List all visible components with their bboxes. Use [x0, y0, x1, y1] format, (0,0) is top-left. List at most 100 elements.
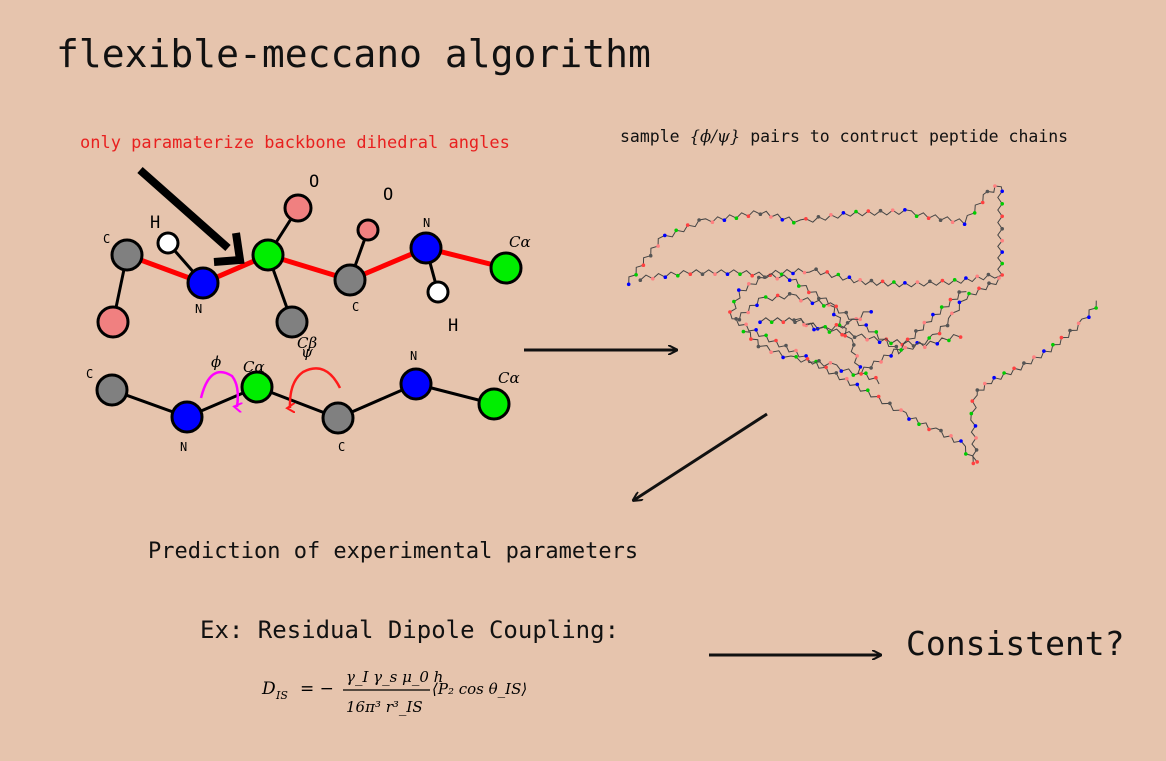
chain-atom-dot [791, 271, 795, 276]
chain-atom-dot [827, 330, 832, 334]
chain-atom-dot [841, 211, 846, 215]
chain-atom-dot [823, 325, 827, 329]
chain-atom-dot [947, 338, 951, 343]
chain-atom-dot [962, 222, 967, 226]
chain-atom-dot [734, 317, 738, 321]
chain-atom-dot [922, 320, 927, 325]
chain-atom-dot [779, 272, 784, 277]
chain-atom-dot [973, 424, 978, 428]
chain-atom-dot [866, 388, 870, 393]
chain-atom-dot [1059, 335, 1064, 340]
peptide-chain-trace [738, 277, 1000, 355]
chain-atom-dot [787, 292, 792, 296]
chain-atom-dot [834, 371, 839, 375]
chain-atom-dot [794, 348, 798, 353]
peptide-chain-trace [793, 311, 872, 331]
chain-atom-dot [713, 272, 717, 277]
formula-bracket: ⟨P₂ cos θ_IS⟩ [432, 680, 527, 698]
chain-atom-dot [781, 320, 786, 325]
atom-label: N [195, 302, 202, 316]
chain-atom-dot [854, 209, 858, 214]
chain-atom-dot [775, 293, 780, 298]
chain-atom-dot [1042, 349, 1046, 353]
atom-label: N [180, 440, 187, 454]
chain-atom-dot [1000, 214, 1004, 219]
chain-atom-dot [892, 280, 896, 284]
carbon-atom [110, 238, 144, 272]
psi-label: ψ [301, 343, 313, 361]
bottom-molecule: C N C N ϕ Cα ψ Cα [86, 343, 520, 454]
chain-atom-dot [880, 279, 885, 284]
chain-atom-dot [967, 291, 971, 296]
chain-atom-dot [746, 310, 750, 315]
chain-atom-dot [814, 267, 818, 272]
chain-atom-dot [852, 335, 857, 340]
psi-rotation-arrow [290, 367, 342, 408]
chain-atom-dot [805, 357, 810, 361]
chain-atom-dot [890, 208, 895, 212]
chain-atom-dot [722, 218, 727, 222]
chain-atom-dot [858, 278, 862, 282]
calpha-label: Cα [243, 358, 265, 376]
chain-atom-dot [974, 448, 979, 452]
chain-atom-dot [852, 343, 856, 347]
peptide-chain-ensemble [626, 184, 1098, 466]
chain-atom-dot [750, 273, 754, 278]
chain-atom-dot [843, 334, 847, 338]
chain-atom-dot [787, 278, 792, 283]
chain-atom-dot [710, 220, 715, 224]
chain-atom-dot [834, 323, 839, 327]
chain-atom-dot [674, 228, 678, 233]
chain-atom-dot [859, 372, 863, 376]
chain-atom-dot [746, 214, 751, 218]
chain-atom-dot [975, 274, 979, 279]
atom-label: N [410, 349, 417, 363]
chain-atom-dot [797, 284, 801, 288]
chain-atom-dot [700, 272, 705, 277]
chain-atom-dot [828, 361, 833, 365]
chain-atom-dot [987, 281, 991, 286]
chain-atom-dot [986, 272, 991, 277]
formula-lhs: D [261, 679, 276, 699]
calpha-atom [251, 238, 285, 272]
chain-atom-dot [802, 270, 807, 275]
chain-atom-dot [734, 216, 739, 220]
chain-atom-dot [762, 275, 767, 280]
chain-atom-dot [903, 345, 907, 350]
chain-atom-dot [928, 279, 932, 284]
chain-atom-dot [888, 401, 892, 406]
chain-atom-dot [876, 394, 881, 399]
chain-atom-dot [1012, 366, 1016, 371]
chain-atom-dot [836, 272, 841, 277]
chain-atom-dot [939, 428, 943, 433]
chain-atom-dot [917, 422, 921, 427]
chain-atom-dot [737, 317, 742, 322]
chain-atom-dot [937, 331, 942, 336]
chain-atom-dot [845, 321, 850, 325]
chain-atom-dot [980, 200, 985, 205]
chain-atom-dot [964, 276, 968, 280]
chain-atom-dot [758, 212, 763, 216]
chain-atom-dot [688, 272, 693, 277]
chain-atom-dot [663, 233, 667, 238]
atom-label: C [338, 440, 345, 454]
chain-atom-dot [970, 399, 975, 403]
carbon-atom [275, 305, 309, 339]
chain-atom-dot [638, 278, 643, 283]
phi-label: ϕ [211, 353, 221, 371]
chain-atom-dot [957, 300, 962, 305]
chain-atom-dot [744, 322, 748, 327]
page-title: flexible-meccano algorithm [56, 32, 651, 76]
chain-atom-dot [864, 371, 868, 376]
atom-label: N [423, 216, 430, 230]
atom-label: O [309, 172, 319, 192]
chain-atom-dot [864, 323, 868, 327]
chain-atom-dot [763, 295, 768, 299]
chain-atom-dot [822, 304, 826, 308]
chain-atom-dot [754, 328, 758, 332]
atom-label: C [86, 367, 93, 381]
chain-atom-dot [1000, 227, 1004, 231]
chain-atom-dot [1032, 355, 1036, 359]
chain-atom-dot [903, 208, 907, 212]
